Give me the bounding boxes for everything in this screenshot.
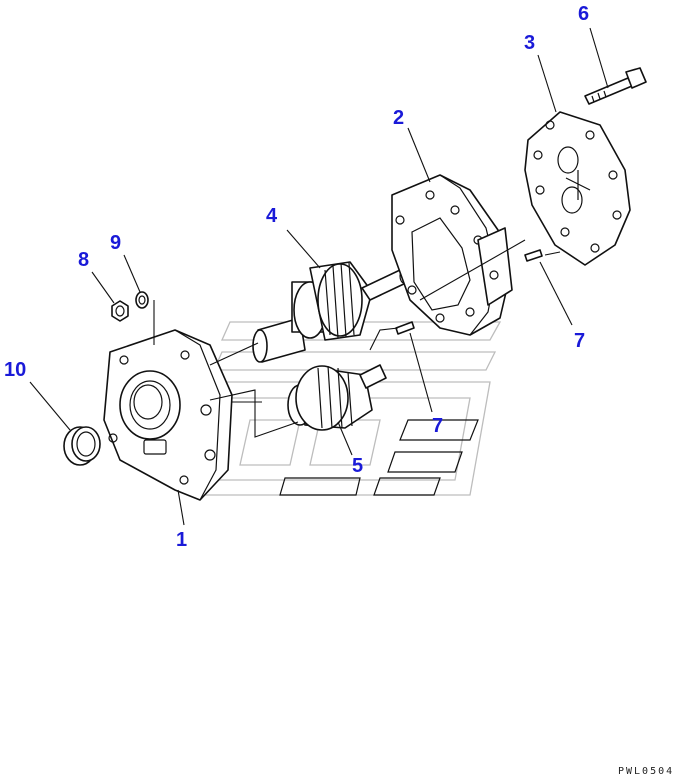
assembly-guide-lines [153,239,561,438]
dowel-pin-part-7-a [524,249,543,262]
callout-part-7-center: 7 [432,415,443,437]
callout-part-10: 10 [4,359,26,381]
callout-part-2: 2 [393,107,404,129]
gasket-plate-part-3 [524,111,631,266]
callout-part-1: 1 [176,529,187,551]
callout-part-3: 3 [524,32,535,54]
gear-case-part-2 [391,174,513,336]
seal-ring-part-10 [63,426,101,466]
nut-part-8 [111,300,129,322]
callout-part-7-right: 7 [574,330,585,352]
bolt-part-6 [584,67,647,105]
callout-part-4: 4 [266,205,278,227]
drive-gear-part-4 [252,261,409,363]
dowel-pin-part-7-b [395,321,415,335]
callout-part-9: 9 [110,232,121,254]
callout-part-5: 5 [352,455,363,477]
callout-part-6: 6 [578,3,589,25]
washer-part-9 [135,291,149,309]
flange-cover-part-1 [103,329,233,501]
driven-gear-part-5 [287,364,387,431]
drawing-code: PWL0504 [618,766,674,777]
callout-leaders [29,27,609,526]
callout-part-8: 8 [78,249,89,271]
